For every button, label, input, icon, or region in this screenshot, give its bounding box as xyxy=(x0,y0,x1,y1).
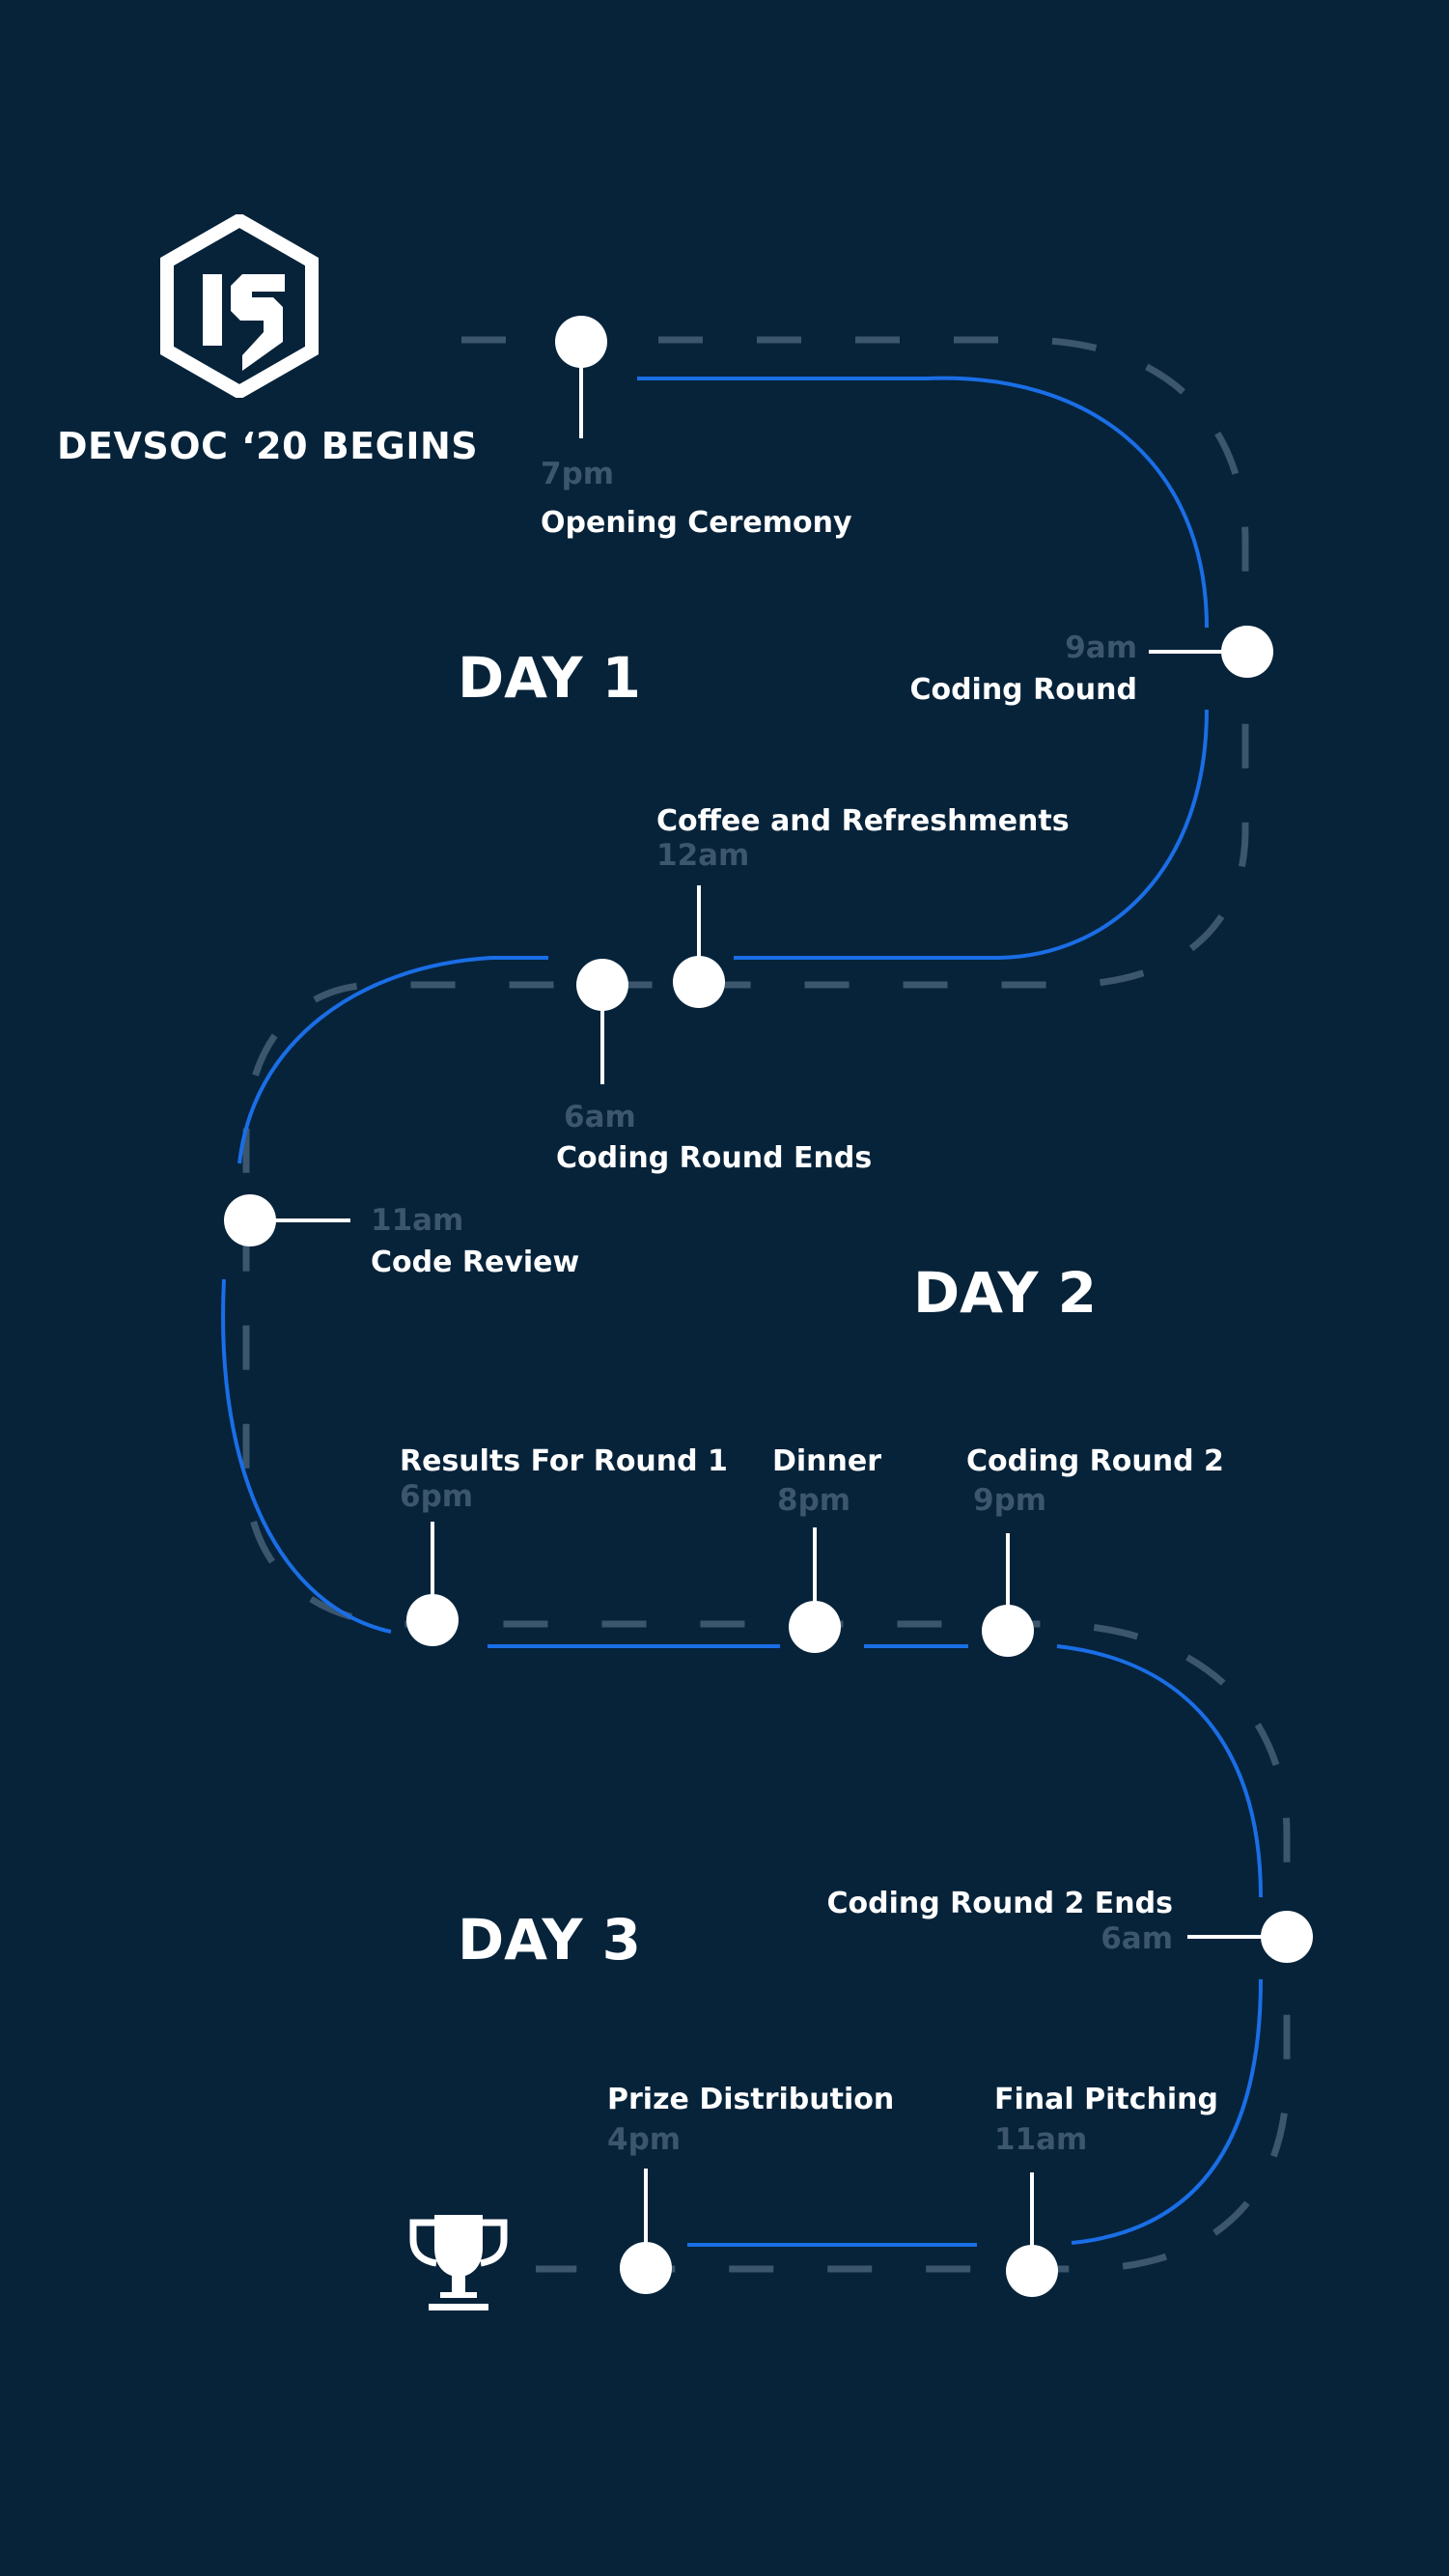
node-stem xyxy=(1187,1935,1287,1939)
blue-track-1 xyxy=(637,376,1209,629)
dashed-track xyxy=(242,336,1291,2273)
node-stem xyxy=(579,342,583,438)
event-label: Prize Distribution xyxy=(607,2083,895,2116)
event-label: Coding Round xyxy=(909,673,1137,707)
trophy-icon xyxy=(409,2215,508,2310)
event-label: Coffee and Refreshments xyxy=(656,804,1070,838)
event-time: 9am xyxy=(1065,630,1137,665)
day-1-heading: DAY 1 xyxy=(458,645,642,711)
blue-track-2 xyxy=(734,709,1209,960)
node-stem xyxy=(250,1218,350,1222)
event-time: 6am xyxy=(564,1100,636,1134)
devsoc-hexagon-logo xyxy=(160,214,319,398)
event-time: 11am xyxy=(994,2122,1088,2157)
node-stem xyxy=(1006,1533,1010,1631)
event-title: DEVSOC ‘20 BEGINS xyxy=(57,425,479,467)
event-label: Results For Round 1 xyxy=(400,1444,728,1478)
node-stem xyxy=(431,1522,434,1620)
event-time: 8pm xyxy=(777,1483,851,1518)
blue-track-7 xyxy=(1056,1644,1263,1898)
event-time: 11am xyxy=(371,1203,464,1238)
day-2-heading: DAY 2 xyxy=(913,1260,1098,1326)
event-label: Coding Round Ends xyxy=(556,1141,873,1175)
node-stem xyxy=(644,2169,648,2268)
node-stem xyxy=(1149,650,1247,654)
node-stem xyxy=(697,885,701,982)
node-stem xyxy=(1030,2172,1034,2271)
event-time: 6am xyxy=(1101,1921,1173,1956)
event-label: Dinner xyxy=(772,1444,882,1478)
blue-track-3 xyxy=(237,956,548,1164)
node-stem xyxy=(813,1527,817,1627)
event-time: 7pm xyxy=(541,457,615,491)
day-3-heading: DAY 3 xyxy=(458,1907,642,1973)
event-time: 9pm xyxy=(973,1483,1047,1518)
event-label: Opening Ceremony xyxy=(541,506,852,540)
event-label: Coding Round 2 xyxy=(966,1444,1224,1478)
event-label: Code Review xyxy=(371,1246,580,1279)
blue-track-8 xyxy=(1071,1978,1263,2245)
event-time: 4pm xyxy=(607,2122,682,2157)
blue-track-4 xyxy=(221,1278,392,1634)
event-label: Coding Round 2 Ends xyxy=(826,1887,1173,1920)
event-time: 6pm xyxy=(400,1479,474,1514)
event-label: Final Pitching xyxy=(994,2083,1218,2116)
event-time: 12am xyxy=(656,838,750,873)
node-stem xyxy=(600,985,604,1084)
